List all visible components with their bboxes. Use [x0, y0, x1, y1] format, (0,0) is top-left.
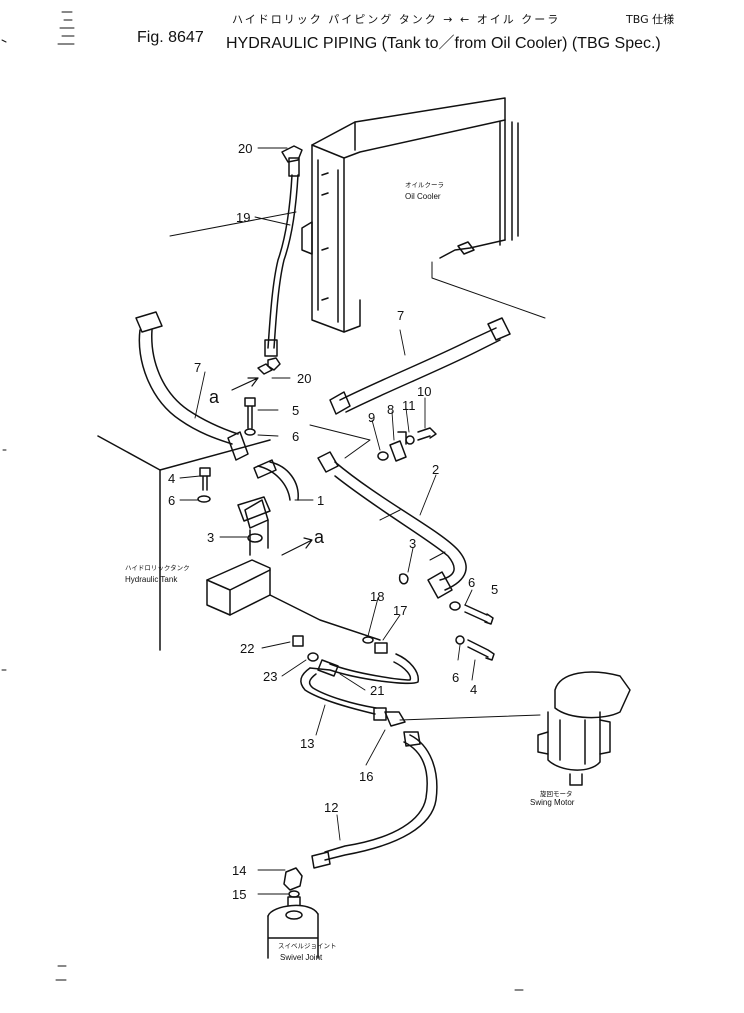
- leader-lines: [179, 147, 476, 895]
- callout-11: 11: [402, 398, 416, 413]
- callout-1: 1: [317, 493, 324, 508]
- o-ring-15: [288, 890, 300, 898]
- fitting-16: [384, 711, 406, 727]
- callout-22: 22: [240, 641, 254, 656]
- swing-motor-label-jp: 旋回モータ: [540, 789, 573, 798]
- callout-7: 7: [397, 308, 404, 323]
- callout-10: 10: [417, 384, 431, 399]
- callout-6: 6: [452, 670, 459, 685]
- oil-cooler-label-jp: オイルクーラ: [405, 181, 444, 189]
- callout-14: 14: [232, 863, 246, 878]
- figure-number: Fig. 8647: [137, 29, 204, 46]
- callout-9: 9: [368, 410, 375, 425]
- view-mark-a: a: [314, 527, 325, 547]
- callout-20: 20: [238, 141, 252, 156]
- title-japanese: ハイドロリック パイピング タンク → ← オイル クーラ: [232, 13, 561, 26]
- callout-17: 17: [393, 603, 407, 618]
- swing-motor: [537, 671, 631, 786]
- callout-4: 4: [470, 682, 477, 697]
- callout-5: 5: [292, 403, 299, 418]
- view-arrow-a-top: [231, 377, 259, 391]
- hose-19: [264, 145, 303, 371]
- elbow-1: [237, 459, 299, 522]
- view-letter-layer: aa: [209, 387, 325, 547]
- hose-21: [309, 653, 419, 684]
- oil-cooler: [301, 97, 519, 333]
- hose-7-left: [135, 311, 249, 461]
- scan-marks: [1, 11, 524, 991]
- callout-5: 5: [491, 582, 498, 597]
- callout-13: 13: [300, 736, 314, 751]
- hydraulic-tank-label-jp: ハイドロリックタンク: [125, 563, 190, 572]
- view-mark-a: a: [209, 387, 220, 407]
- hydraulic-tank: [97, 435, 381, 651]
- bolt-5: [244, 397, 256, 429]
- view-arrow-a-middle: [281, 537, 313, 556]
- hose-13: [300, 667, 387, 721]
- callout-20: 20: [297, 371, 311, 386]
- callout-21: 21: [370, 683, 384, 698]
- callout-6: 6: [292, 429, 299, 444]
- bolt-4: [199, 467, 211, 491]
- page-title: HYDRAULIC PIPING (Tank to／from Oil Coole…: [226, 35, 661, 52]
- callout-3: 3: [409, 536, 416, 551]
- small-fittings: [292, 635, 388, 662]
- callout-19: 19: [236, 210, 250, 225]
- o-ring-3: [247, 533, 263, 543]
- spec-japanese: TBG 仕様: [626, 13, 675, 26]
- callout-15: 15: [232, 887, 246, 902]
- oil-cooler-label: Oil Cooler: [405, 192, 441, 201]
- callout-23: 23: [263, 669, 277, 684]
- callout-4: 4: [168, 471, 175, 486]
- callout-2: 2: [432, 462, 439, 477]
- swivel-joint: [267, 896, 319, 959]
- washer-6b: [197, 495, 211, 503]
- callout-18: 18: [370, 589, 384, 604]
- clamp-assembly: [377, 427, 437, 462]
- callout-8: 8: [387, 402, 394, 417]
- callout-6: 6: [168, 493, 175, 508]
- callout-16: 16: [359, 769, 373, 784]
- swivel-joint-label-jp: スイベルジョイント: [278, 942, 337, 950]
- callout-7: 7: [194, 360, 201, 375]
- callout-6: 6: [468, 575, 475, 590]
- callout-12: 12: [324, 800, 338, 815]
- swivel-joint-label: Swivel Joint: [280, 953, 323, 962]
- part-20b: [257, 363, 273, 375]
- hydraulic-tank-label: Hydraulic Tank: [125, 575, 178, 584]
- hose-7-right: [329, 317, 511, 415]
- hose-12: [311, 731, 438, 869]
- bolts-right: [398, 573, 495, 661]
- washer-6: [244, 428, 256, 436]
- callout-3: 3: [207, 530, 214, 545]
- pipe-2: [309, 424, 467, 599]
- elbow-14: [283, 867, 303, 891]
- swing-motor-label: Swing Motor: [530, 798, 575, 807]
